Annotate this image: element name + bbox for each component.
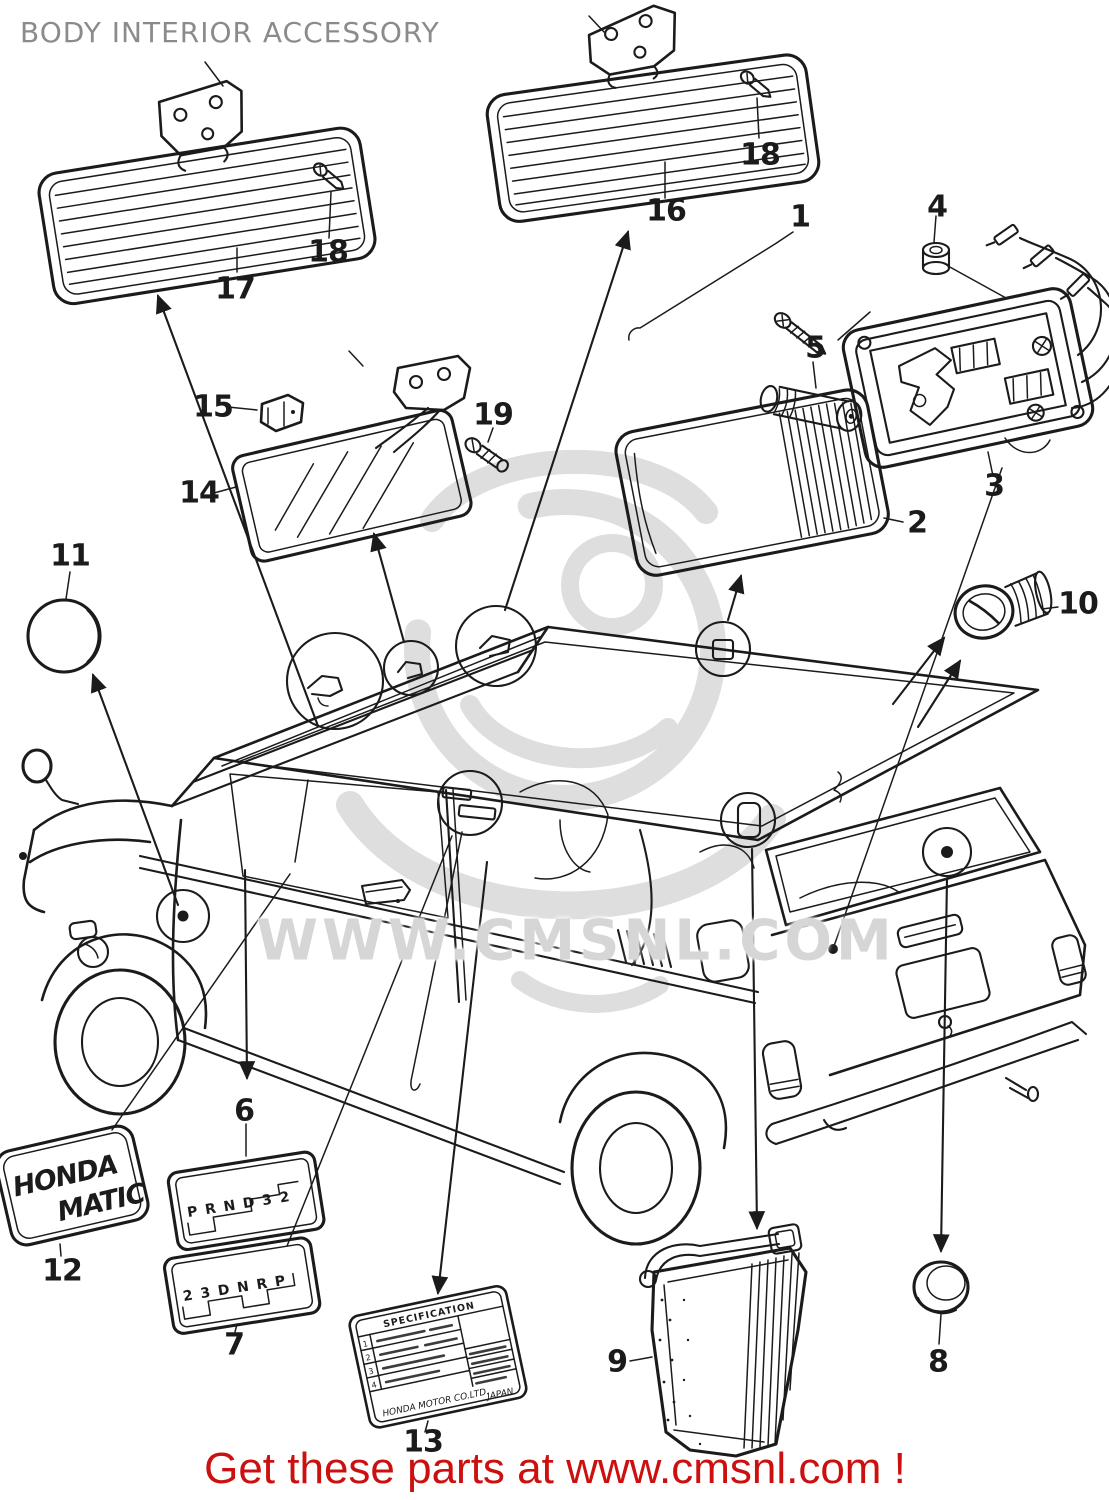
sun-visor-16-drawing — [485, 4, 821, 223]
footer-promo-text: Get these parts at www.cmsnl.com ! — [204, 1444, 906, 1493]
leader-lines — [111, 230, 950, 1296]
part-label-7: 7 — [224, 1327, 245, 1363]
screw-19-drawing — [464, 437, 509, 473]
cms-watermark-text: WWW.CMSNL.COM — [256, 908, 896, 974]
plate-6-text: P R N D 3 2 — [186, 1189, 292, 1221]
emblem-12-drawing: HONDA MATIC — [0, 1124, 150, 1247]
screw-18b-drawing — [739, 70, 772, 98]
screw-18a-drawing — [312, 162, 345, 190]
part-label-15: 15 — [193, 389, 234, 425]
spec-row-1: 1 — [362, 1339, 369, 1349]
callout-circles — [155, 604, 973, 944]
part-label-12: 12 — [42, 1253, 83, 1289]
part-label-1: 1 — [790, 199, 811, 235]
plug-10-drawing — [891, 570, 1059, 729]
screw-light-drawing — [773, 312, 827, 355]
indicator-plate-6-drawing: P R N D 3 2 — [166, 1150, 326, 1252]
part-label-16: 16 — [646, 193, 687, 229]
car-body-drawing — [19, 230, 1088, 1296]
part-label-19: 19 — [473, 397, 514, 433]
lens-2-drawing — [614, 388, 890, 577]
part-label-17: 17 — [215, 271, 256, 307]
part-label-4: 4 — [927, 189, 948, 225]
part-label-9: 9 — [607, 1344, 628, 1380]
part-label-2: 2 — [907, 505, 928, 541]
interior-light-assembly-drawing — [614, 215, 1109, 954]
part-label-8: 8 — [928, 1344, 949, 1380]
part-label-18-visor16: 18 — [740, 137, 781, 173]
spec-row-4: 4 — [371, 1380, 378, 1390]
spec-row-2: 2 — [365, 1353, 372, 1363]
part-label-18-visor17: 18 — [308, 234, 349, 270]
part-label-13: 13 — [403, 1424, 444, 1460]
rearview-mirror-14-drawing — [213, 350, 509, 563]
part-label-3: 3 — [984, 468, 1005, 504]
part-label-14: 14 — [179, 475, 220, 511]
part-label-11: 11 — [50, 538, 91, 574]
cap-8-drawing — [912, 1260, 970, 1345]
page-title: BODY INTERIOR ACCESSORY — [20, 16, 440, 49]
clip-15-drawing — [259, 393, 305, 433]
spec-label-13-drawing: SPECIFICATION 1 2 3 4 — [348, 1284, 528, 1429]
bulb-socket-4-drawing — [921, 215, 1007, 299]
sun-visor-17-drawing — [37, 61, 377, 306]
part-label-5: 5 — [805, 330, 826, 366]
light-base-3-drawing — [841, 287, 1095, 469]
spec-row-3: 3 — [368, 1367, 375, 1377]
pocket-9-drawing — [629, 1223, 808, 1458]
indicator-plate-7-drawing: 2 3 D N R P — [162, 1236, 322, 1335]
grommet-11-drawing — [26, 571, 180, 907]
wires-drawing — [985, 223, 1109, 454]
part-label-10: 10 — [1058, 586, 1099, 622]
door-handle-drawing — [360, 878, 412, 906]
part-label-6: 6 — [234, 1093, 255, 1129]
